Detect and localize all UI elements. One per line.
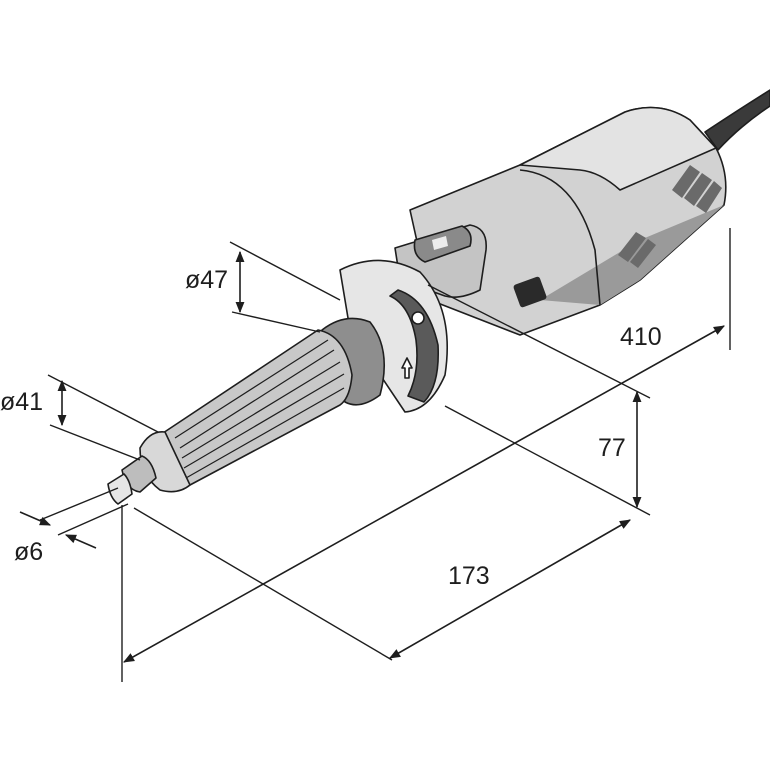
total-length-label: 410 (620, 323, 662, 351)
dial-marker-icon (411, 311, 425, 325)
collar-diameter-label: ø47 (185, 266, 228, 294)
die-grinder-illustration (107, 89, 770, 505)
ventilation-slots (618, 165, 722, 268)
collet-diameter-label: ø6 (14, 538, 43, 566)
front-length-label: 173 (448, 562, 490, 590)
housing-top-panel (519, 106, 717, 191)
dimension-lines (19, 228, 731, 682)
grip-sleeve (157, 329, 353, 486)
power-cord (704, 89, 770, 151)
label-badge (513, 276, 547, 308)
nose-diameter-label: ø41 (0, 388, 43, 416)
height-label: 77 (598, 434, 626, 462)
